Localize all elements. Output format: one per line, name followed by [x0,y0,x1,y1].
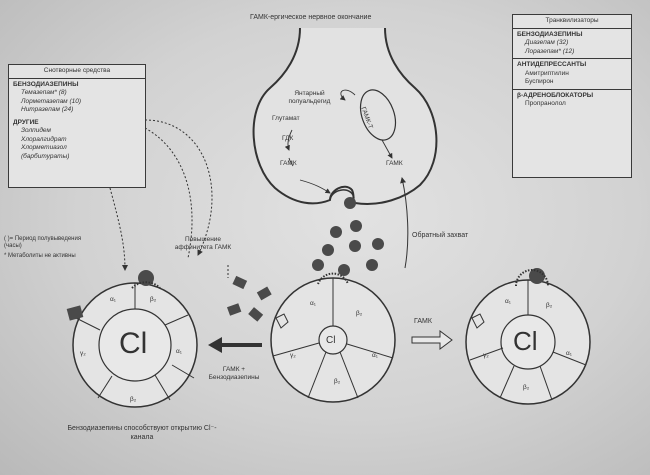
tranquilizers-item: Буспирон [525,78,554,85]
cl-ion-left: Cl [119,327,148,360]
subunit-label: γ₂ [290,352,296,359]
nerve-terminal-outline [252,27,438,205]
subunit-label: β₂ [150,296,157,303]
glutamate-label: Глутамат [272,115,300,122]
tranquilizers-section-antidepressants: АНТИДЕПРЕССАНТЫ Амитриптилин Буспирон [513,59,631,89]
hypnotics-item: Хлоралгидрат [21,135,67,143]
hypnotics-title: Снотворные средства [9,65,145,79]
tranquilizers-section-beta-blockers: β-АДРЕНОБЛОКАТОРЫ Пропранолол [513,90,631,111]
tranquilizers-item: Пропранолол [525,100,566,107]
subunit-label: β₂ [130,396,137,403]
hypnotics-box: Снотворные средства БЕНЗОДИАЗЕПИНЫ Темаз… [8,64,146,188]
subunit-label: α₁ [110,296,116,303]
subunit-label: β₂ [523,384,530,391]
subunit-label: β₂ [546,302,553,309]
subunit-label: α₁ [566,350,572,357]
hypnotics-item: Темазепам* (8) [21,89,67,96]
reuptake-arrow [400,177,409,269]
hypnotics-item: Золпидем [21,127,51,134]
receptor-middle [270,272,396,403]
gaba-left-label: ГАМК [280,160,297,167]
hypnotics-item: (барбитураты) [21,152,70,160]
benzodiazepine-molecules [226,275,272,322]
legend-half-life: ( )= Период полувыведения (часы) [4,236,82,249]
gdk-label: ГДК [282,135,294,142]
gaba-arrow-label: ГАМК [414,318,432,325]
subunit-label: γ₂ [483,352,489,359]
cl-ion-right: Cl [513,326,538,356]
dotted-link-hypnotics [144,119,213,256]
hypnotics-item: Лорметазепам (10) [21,97,82,105]
gaba-right-label: ГАМК [386,160,403,167]
receptor-right [465,268,591,405]
subunit-label: β₂ [356,310,363,317]
tranquilizers-section-title: АНТИДЕПРЕССАНТЫ [517,61,587,68]
gaba-t-enzyme [359,89,397,141]
arrow-to-right-receptor [411,330,453,350]
subunit-label: α₁ [310,300,316,307]
hypnotics-item: Нитразепам (24) [21,106,74,113]
subunit-label: α₁ [176,348,182,355]
arrow-vesicle-loop [339,89,356,101]
release-site [329,189,355,201]
tranquilizers-title: Транквилизаторы [513,15,631,29]
bottom-caption: Бензодиазепины способствуют открытию Cl⁻… [67,425,217,441]
receptor-left [66,270,198,408]
dotted-link-legend [109,187,128,271]
reuptake-label: Обратный захват [412,232,469,239]
terminal-title: ГАМК-ергическое нервное окончание [250,14,372,21]
hypnotics-section-bzd: БЕНЗОДИАЗЕПИНЫ Темазепам* (8) Лорметазеп… [9,79,145,117]
hypnotics-section-title: БЕНЗОДИАЗЕПИНЫ [13,80,79,88]
hypnotics-section-title: ДРУГИЕ [13,118,39,126]
gaba-benzodiazepine-label: ГАМК + Бензодиазепины [208,366,260,381]
subunit-label: γ₂ [80,350,86,357]
tranquilizers-section-bzd: БЕНЗОДИАЗЕПИНЫ Диазепам (32) Лоразепам* … [513,29,631,59]
arrow-to-left-receptor [208,337,262,353]
tranquilizers-section-title: БЕНЗОДИАЗЕПИНЫ [517,30,583,38]
legend-metabolites: * Метаболиты не активны [4,253,76,259]
arrow-glutamate-gdk [284,129,293,151]
tranquilizers-item: Лоразепам* (12) [525,47,575,55]
arrow-gaba-release [299,179,331,194]
subunit-label: α₁ [372,352,378,359]
cl-ion-middle: Cl [326,335,336,346]
gaba-molecules [312,197,384,276]
affinity-label: Повышение аффинитета ГАМК [174,236,232,251]
tranquilizers-section-title: β-АДРЕНОБЛОКАТОРЫ [517,91,594,99]
tranquilizers-item: Амитриптилин [525,69,569,77]
tranquilizers-item: Диазепам (32) [525,39,569,46]
tranquilizers-box: Транквилизаторы БЕНЗОДИАЗЕПИНЫ Диазепам … [512,14,632,178]
hypnotics-item: Хлорметиазол [21,144,67,151]
subunit-label: β₂ [334,378,341,385]
hypnotics-section-other: ДРУГИЕ Золпидем Хлоралгидрат Хлорметиазо… [9,117,145,164]
vesicle-label: Янтарный полуальдегид [288,90,331,105]
arrow-gdk-gaba [288,157,294,167]
subunit-label: α₁ [505,298,511,305]
arrow-gaba-t-down [381,139,393,159]
